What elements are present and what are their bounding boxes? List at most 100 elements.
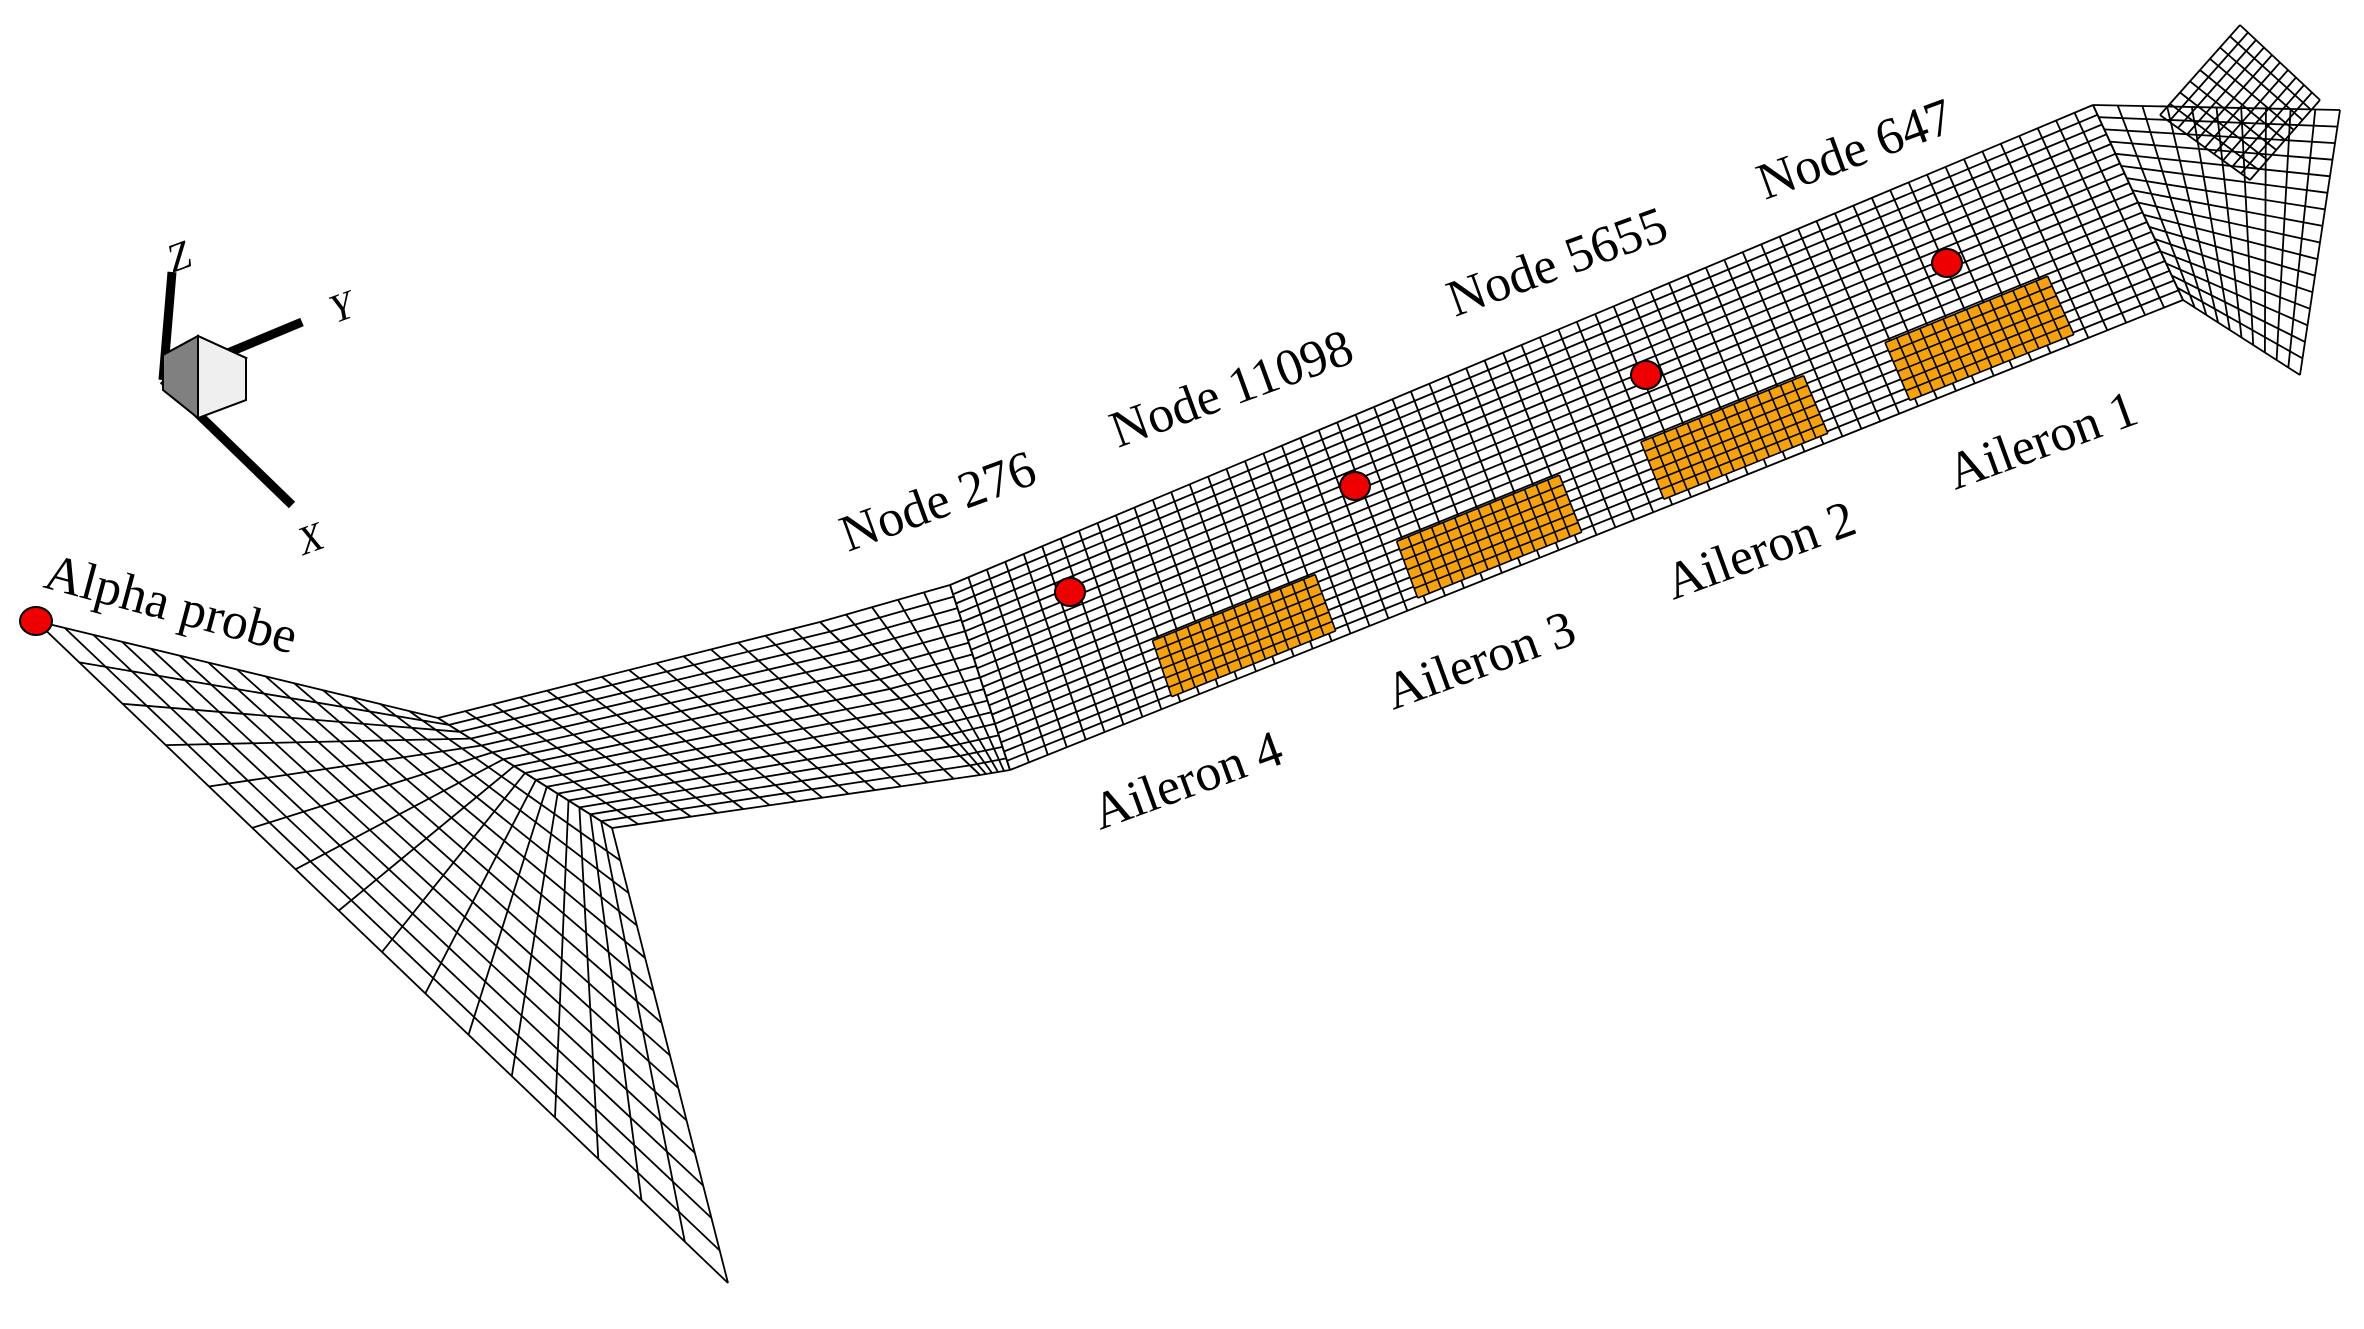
aileron-1-label: Aileron 1 [1940,380,2145,501]
mesh-line [510,793,559,1077]
mesh-line [295,758,504,871]
mesh-line [568,735,941,802]
mesh-line [1164,611,1330,679]
mesh-line [1897,304,2062,373]
nose-panel-right [437,621,981,829]
node-5655-label: Node 5655 [1440,196,1675,328]
mesh-line [122,702,460,733]
mesh-line [578,807,600,1159]
alpha-probe-label: Alpha probe [39,544,303,666]
mesh-line [919,699,988,719]
mesh-line [503,678,881,761]
mesh-line [554,800,570,1118]
mesh-line [1663,432,1829,500]
mesh-line [2160,250,2311,310]
mesh-line [1399,483,1564,552]
mesh-line [1396,474,1560,543]
mesh-line [982,211,2143,688]
mesh-line [470,649,851,740]
mesh-line [829,595,955,633]
mesh-line [2186,46,2265,136]
mesh-line [2132,189,2323,227]
mesh-line [481,659,861,747]
mesh-line [424,779,537,994]
mesh-line [1659,422,1825,491]
mesh-line [819,584,951,623]
mesh-line [557,726,931,795]
mesh-line [252,751,493,829]
mesh-line [589,814,643,1201]
mesh-line [2213,69,2289,155]
mesh-line [949,104,2094,586]
mesh-line [1644,384,1808,453]
aileron-1-mesh [1151,573,1337,698]
axis-triad: Z Y X [158,231,363,565]
mesh-line [1406,502,1571,571]
aileron-2-label: Aileron 2 [1658,490,1863,611]
mesh-line [1171,630,1336,698]
mesh-line [1888,285,2053,353]
mesh-line [2149,226,2316,277]
mesh-line [2222,76,2297,162]
mesh-line [2154,238,2313,294]
aileron-2-mesh [1395,474,1583,599]
mesh-line [2159,24,2241,116]
aileron-3-label: Aileron 3 [1378,600,1583,721]
mesh-line [611,827,729,1284]
mesh-line [1155,583,1319,651]
aileron-mesh-lines [1151,275,2075,698]
mesh-line [492,668,871,754]
wingtip-fin [2159,24,2321,181]
mesh-line [513,688,891,767]
mesh-line [849,618,962,652]
mesh-line [2115,152,2331,178]
mesh-line [2171,274,2306,343]
mesh-line [967,162,2121,642]
mesh-line [448,630,831,726]
aileron-4-label: Aileron 4 [1085,720,1290,841]
mesh-line [35,620,439,719]
mesh-line [889,665,977,690]
mesh-line [964,152,2116,633]
mesh-line [535,707,911,781]
mesh-line [859,630,966,662]
mesh-line [338,765,515,912]
mesh-line [970,172,2125,651]
mesh-line [1648,394,1813,462]
mesh-line [2137,201,2321,244]
mesh-line [2168,31,2249,123]
x-axis-label: X [289,513,331,565]
mesh-line [1905,324,2070,392]
mesh-line [958,133,2107,614]
nose-panel-left [35,620,729,1284]
mesh-line [467,786,548,1036]
mesh-line [459,640,841,733]
mesh-line [949,734,999,748]
mesh-line [1558,474,1583,533]
mesh-line [1403,493,1568,562]
mesh-line [2231,84,2305,168]
triad-cube-side [162,334,199,421]
mesh-line [79,661,450,726]
alpha-probe-marker-icon [19,606,53,636]
mesh-line [1892,294,2057,363]
mesh-line [600,820,686,1242]
mesh-line [1901,314,2066,382]
mesh-line [1168,620,1333,689]
mesh-line [1152,573,1316,642]
mesh-line [1652,403,1816,472]
mesh-line [437,621,821,719]
mesh-line [1909,333,2075,402]
mesh-line [2165,262,2308,327]
mesh-line [611,774,981,829]
mesh-line [590,755,961,816]
mesh-line [985,221,2148,697]
mesh-line [969,757,1007,767]
mesh-line [909,688,985,709]
mesh-line [2249,99,2321,181]
node-647-label: Node 647 [1750,88,1961,211]
mesh-line [1655,413,1821,481]
mesh-line [1009,299,2184,771]
